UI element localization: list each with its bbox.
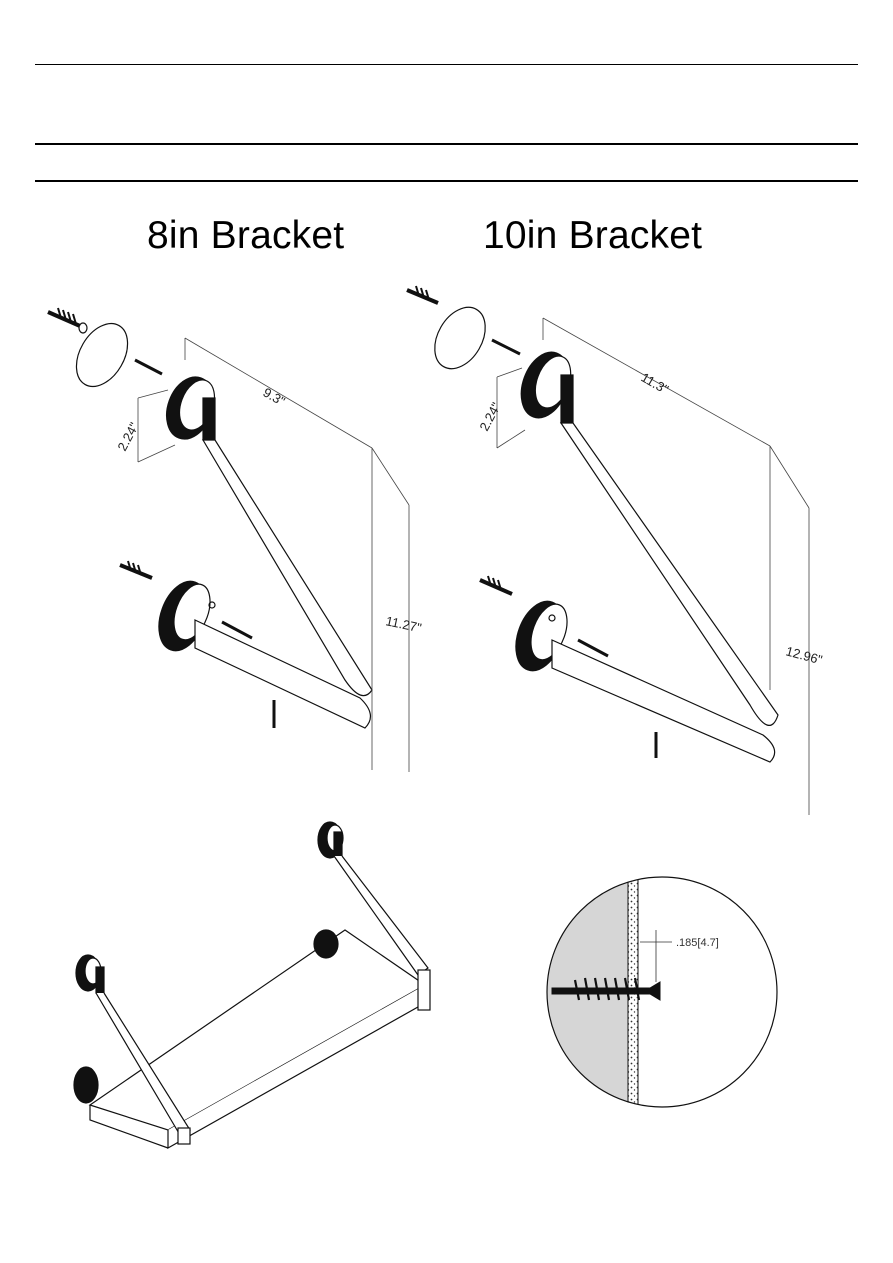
flange	[313, 929, 339, 959]
top-post	[560, 374, 574, 424]
cover-plate	[75, 322, 129, 388]
wall-anchor-icon	[119, 560, 153, 580]
screw-icon	[221, 620, 253, 640]
screw-icon	[491, 338, 521, 356]
horizontal-arm	[194, 619, 371, 729]
bracket-8in-drawing	[47, 307, 410, 772]
screw-icon	[134, 358, 163, 376]
anchor-screw-icon	[551, 977, 661, 1001]
wall-anchor-detail	[546, 876, 778, 1108]
detail-circle	[546, 876, 778, 1108]
dim-flange-10in: 2.24"	[476, 400, 503, 434]
wall-anchor-icon	[479, 575, 513, 596]
cover-plate	[434, 306, 486, 370]
shelf-assembly-drawing	[73, 821, 431, 1150]
wall-anchor-icon	[47, 307, 88, 334]
header-rule-top	[35, 64, 858, 65]
header-rule-bottom	[35, 180, 858, 182]
header-rule-middle	[35, 143, 858, 145]
dim-length-8in: 9.3"	[261, 385, 288, 410]
dim-length-10in: 11.3"	[639, 370, 672, 398]
diagonal-arm	[559, 422, 779, 726]
offset-dimension-label: .185[4.7]	[676, 937, 719, 949]
dim-height-10in: 12.96"	[784, 643, 824, 667]
wall-anchor-icon	[406, 285, 439, 305]
flange	[73, 1066, 99, 1104]
screw-icon	[577, 638, 609, 658]
top-post	[202, 397, 216, 441]
bracket-10in-drawing	[406, 285, 810, 815]
heading-10in-bracket: 10in Bracket	[483, 214, 703, 257]
dim-height-8in: 11.27"	[384, 613, 423, 635]
horizontal-arm	[551, 639, 776, 763]
heading-8in-bracket: 8in Bracket	[147, 214, 345, 257]
